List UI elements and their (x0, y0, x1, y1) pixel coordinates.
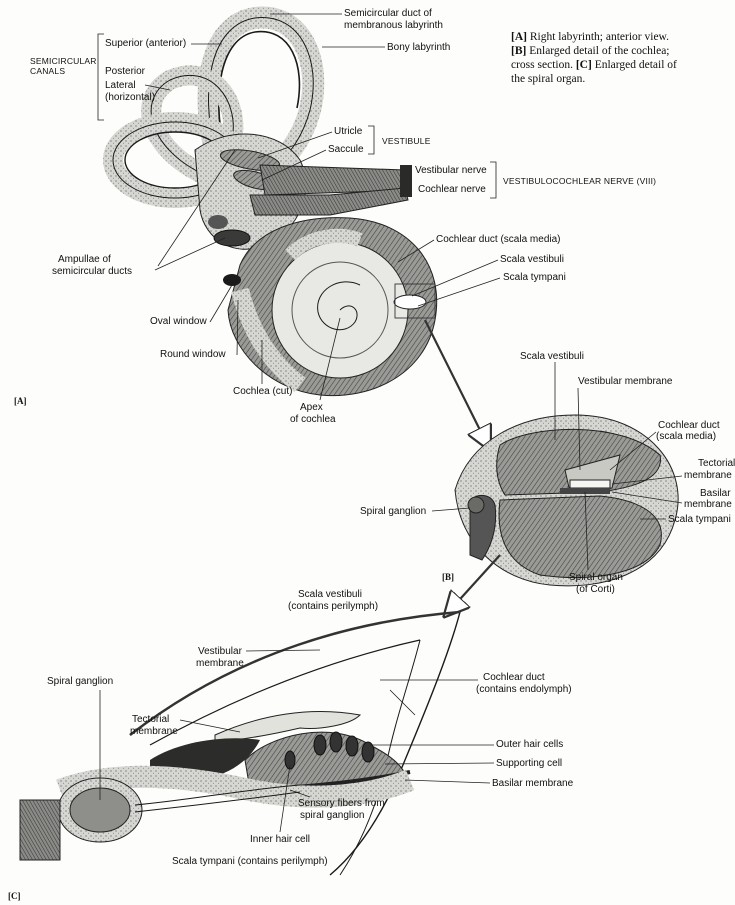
svg-text:[A] Right labyrinth; anterior: [A] Right labyrinth; anterior view. (511, 31, 669, 43)
label-cochlea-cut: Cochlea (cut) (233, 386, 292, 397)
label-b-cochlear-duct: Cochlear duct (658, 420, 720, 431)
label-c-cochlear-duct: Cochlear duct (483, 672, 545, 683)
label-semicircular-canals: SEMICIRCULAR (30, 56, 97, 66)
svg-text:spiral ganglion: spiral ganglion (300, 810, 365, 821)
label-cochlear-nerve: Cochlear nerve (418, 184, 486, 195)
label-vestibule: VESTIBULE (382, 136, 431, 146)
arrow-a-to-b (425, 320, 485, 440)
label-b-spiral-ganglion: Spiral ganglion (360, 506, 426, 517)
label-c-outer-hair-cells: Outer hair cells (496, 739, 563, 750)
label-scala-vestibuli: Scala vestibuli (500, 254, 564, 265)
svg-text:(contains perilymph): (contains perilymph) (288, 601, 378, 612)
panel-b-drawing (452, 415, 678, 608)
svg-text:(contains endolymph): (contains endolymph) (476, 684, 572, 695)
label-semicircular-duct: Semicircular duct of (344, 8, 432, 19)
label-c-sensory-fibers: Sensory fibers from (298, 798, 385, 809)
label-scala-tympani: Scala tympani (503, 272, 566, 283)
svg-text:cross section. [C] Enlarged de: cross section. [C] Enlarged detail of (511, 59, 677, 71)
panel-a-tag: [A] (14, 396, 27, 406)
label-b-spiral-organ: Spiral organ (569, 572, 623, 583)
label-round-window: Round window (160, 349, 226, 360)
label-c-scala-vestibuli: Scala vestibuli (298, 589, 362, 600)
label-b-tectorial: Tectorial (698, 458, 735, 469)
label-vestibular-nerve: Vestibular nerve (415, 165, 487, 176)
panel-b-tag: [B] (442, 572, 454, 582)
svg-text:(horizontal): (horizontal) (105, 92, 155, 103)
svg-text:membrane: membrane (130, 726, 178, 737)
label-b-basilar: Basilar (700, 488, 731, 499)
label-ampullae: Ampullae of (58, 254, 111, 265)
label-posterior: Posterior (105, 66, 146, 77)
svg-text:membranous labyrinth: membranous labyrinth (344, 20, 443, 31)
svg-text:CANALS: CANALS (30, 66, 65, 76)
svg-text:[B] Enlarged detail of the coc: [B] Enlarged detail of the cochlea; (511, 45, 670, 57)
label-c-vestibular-membrane: Vestibular (198, 646, 243, 657)
label-c-tectorial: Tectorial (132, 714, 169, 725)
label-c-scala-tympani: Scala tympani (contains perilymph) (172, 856, 328, 867)
label-c-supporting-cell: Supporting cell (496, 758, 562, 769)
label-cochlear-duct: Cochlear duct (scala media) (436, 234, 561, 245)
figure-caption: [A] Right labyrinth; anterior view. [B] … (511, 31, 677, 85)
svg-text:the spiral organ.: the spiral organ. (511, 73, 585, 85)
label-vestibulocochlear-nerve: VESTIBULOCOCHLEAR NERVE (VIII) (503, 176, 656, 186)
panel-c-tag: [C] (8, 891, 21, 901)
svg-text:(scala media): (scala media) (656, 431, 716, 442)
svg-text:of cochlea: of cochlea (290, 414, 336, 425)
svg-text:membrane: membrane (196, 658, 244, 669)
svg-text:membrane: membrane (684, 470, 732, 481)
label-c-inner-hair-cell: Inner hair cell (250, 834, 310, 845)
label-b-scala-vestibuli: Scala vestibuli (520, 351, 584, 362)
label-lateral: Lateral (105, 80, 136, 91)
label-bony-labyrinth: Bony labyrinth (387, 42, 450, 53)
label-saccule: Saccule (328, 144, 364, 155)
svg-text:(of Corti): (of Corti) (576, 584, 615, 595)
panel-a-drawing (113, 17, 437, 395)
label-oval-window: Oval window (150, 316, 207, 327)
label-b-scala-tympani: Scala tympani (668, 514, 731, 525)
label-b-vestibular-membrane: Vestibular membrane (578, 376, 673, 387)
svg-text:membrane: membrane (684, 499, 732, 510)
label-superior: Superior (anterior) (105, 38, 186, 49)
label-c-basilar-membrane: Basilar membrane (492, 778, 574, 789)
svg-text:semicircular ducts: semicircular ducts (52, 266, 132, 277)
label-c-spiral-ganglion: Spiral ganglion (47, 676, 113, 687)
label-apex: Apex (300, 402, 323, 413)
label-utricle: Utricle (334, 126, 363, 137)
